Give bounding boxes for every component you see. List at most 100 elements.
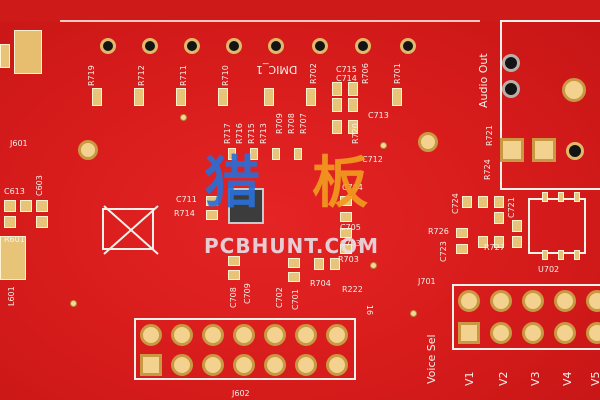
label-R702: R702 [309, 63, 318, 84]
smd-pad [272, 148, 280, 160]
label-R719: R719 [87, 65, 96, 86]
header-pin [171, 324, 193, 346]
label-C711: C711 [176, 195, 197, 204]
label-R222: R222 [342, 285, 363, 294]
label-C703: C703 [340, 239, 361, 248]
smd-pad [462, 196, 472, 208]
audio-pad [532, 138, 556, 162]
u702-pin [558, 250, 564, 260]
label-R721: R721 [485, 125, 494, 146]
label-R709: R709 [275, 113, 284, 134]
label-C715: C715 [336, 65, 357, 74]
large-pad-top-left [14, 30, 42, 74]
through-hole [312, 38, 328, 54]
audio-pad [562, 78, 586, 102]
audio-hole [502, 80, 520, 98]
smd-pad [330, 258, 340, 270]
ic-chip [228, 188, 264, 224]
label-R712: R712 [137, 65, 146, 86]
smd-pad [134, 88, 144, 106]
watermark-latin: PCBHUNT.COM [204, 234, 380, 258]
label-V2: V2 [497, 371, 510, 386]
component-symbol-outline [102, 208, 154, 250]
via [370, 262, 377, 269]
header-pin-square [140, 354, 162, 376]
u702-pin [558, 192, 564, 202]
audio-pad [500, 138, 524, 162]
label-C708: C708 [229, 287, 238, 308]
label-R708: R708 [287, 113, 296, 134]
label-R707: R707 [299, 113, 308, 134]
smd-pad [348, 98, 358, 112]
label-voice-sel: Voice Sel [425, 334, 438, 384]
audio-hole [502, 54, 520, 72]
header-pin [295, 354, 317, 376]
label-R706: R706 [361, 63, 370, 84]
label-R710: R710 [221, 65, 230, 86]
header-pin [233, 324, 255, 346]
header-pin [586, 322, 600, 344]
through-hole [268, 38, 284, 54]
j602-header-outline [134, 318, 356, 380]
smd-pad [36, 200, 48, 212]
label-audio-out: Audio Out [477, 53, 490, 108]
smd-pad [294, 148, 302, 160]
u702-outline [528, 198, 586, 254]
label-C724: C724 [451, 193, 460, 214]
round-pad [78, 140, 98, 160]
smd-pad [332, 98, 342, 112]
smd-pad [306, 88, 316, 106]
label-C702: C702 [275, 287, 284, 308]
cross-symbol [103, 205, 159, 255]
smd-pad [92, 88, 102, 106]
smd-pad [348, 82, 358, 96]
header-pin [202, 324, 224, 346]
smd-pad [332, 120, 342, 134]
via [70, 300, 77, 307]
smd-pad [340, 196, 352, 206]
header-pin [202, 354, 224, 376]
label-R701: R701 [393, 63, 402, 84]
smd-pad [288, 272, 300, 282]
header-pin [326, 324, 348, 346]
header-pin [522, 322, 544, 344]
label-J601: J601 [10, 139, 28, 148]
audio-hole [566, 142, 584, 160]
label-16: 16 [365, 304, 375, 316]
through-hole [355, 38, 371, 54]
edge-pad-top [0, 44, 10, 68]
label-C704: C704 [342, 183, 363, 192]
label-R714: R714 [174, 209, 195, 218]
u702-pin [542, 192, 548, 202]
j701-header-outline [452, 284, 600, 350]
header-pin [264, 354, 286, 376]
top-edge-strip [0, 0, 600, 22]
through-hole [100, 38, 116, 54]
smd-pad [20, 200, 32, 212]
smd-pad [478, 236, 488, 248]
label-R704: R704 [310, 279, 331, 288]
through-hole [400, 38, 416, 54]
header-pin [522, 290, 544, 312]
label-C714: C714 [336, 74, 357, 83]
header-pin [171, 354, 193, 376]
smd-pad [392, 88, 402, 106]
smd-pad [228, 256, 240, 266]
large-pad-left [0, 236, 26, 280]
smd-pad [4, 200, 16, 212]
via [410, 310, 417, 317]
label-R703: R703 [338, 255, 359, 264]
label-C721: C721 [507, 197, 516, 218]
label-V5: V5 [589, 371, 600, 386]
label-R724: R724 [483, 159, 492, 180]
label-L601: L601 [7, 286, 16, 306]
round-pad [418, 132, 438, 152]
header-pin [233, 354, 255, 376]
smd-pad [36, 216, 48, 228]
smd-pad [288, 258, 300, 268]
smd-pad [494, 196, 504, 208]
label-C705: C705 [340, 223, 361, 232]
top-copper-line [60, 20, 480, 22]
smd-pad [494, 212, 504, 224]
